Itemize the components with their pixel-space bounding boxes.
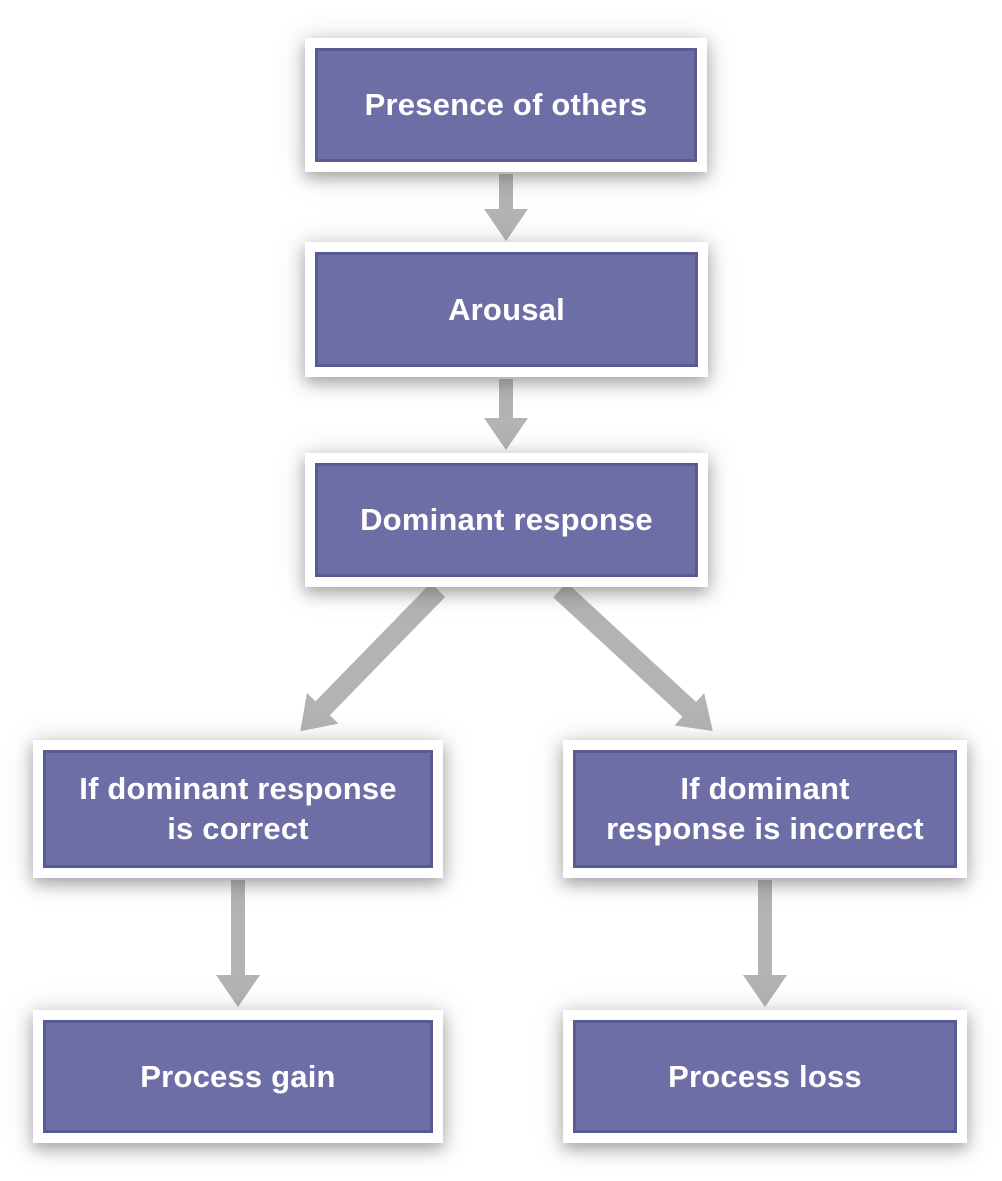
node-if-dominant-response-incorrect-fill: If dominant response is incorrect: [573, 750, 957, 868]
node-arousal-label: Arousal: [448, 291, 565, 327]
node-if-dominant-response-correct-label: If dominant response is correct: [79, 771, 397, 846]
node-process-loss-label: Process loss: [668, 1058, 862, 1094]
node-if-dominant-response-incorrect-label: If dominant response is incorrect: [606, 771, 924, 846]
node-if-dominant-response-correct-fill: If dominant response is correct: [43, 750, 433, 868]
node-process-gain-fill: Process gain: [43, 1020, 433, 1133]
node-presence-of-others-fill: Presence of others: [315, 48, 697, 162]
node-process-loss: Process loss: [563, 1010, 967, 1143]
node-presence-of-others: Presence of others: [305, 38, 707, 172]
node-if-dominant-response-correct: If dominant response is correct: [33, 740, 443, 878]
node-dominant-response: Dominant response: [305, 453, 708, 587]
node-process-loss-fill: Process loss: [573, 1020, 957, 1133]
node-process-gain-label: Process gain: [140, 1058, 336, 1094]
node-presence-of-others-label: Presence of others: [364, 87, 648, 123]
node-if-dominant-response-incorrect: If dominant response is incorrect: [563, 740, 967, 878]
arrow-dominant-to-correct: [300, 583, 446, 732]
node-dominant-response-fill: Dominant response: [315, 463, 698, 577]
arrow-dominant-to-incorrect: [553, 582, 713, 732]
node-process-gain: Process gain: [33, 1010, 443, 1143]
node-dominant-response-label: Dominant response: [360, 502, 653, 538]
node-arousal: Arousal: [305, 242, 708, 377]
node-arousal-fill: Arousal: [315, 252, 698, 367]
